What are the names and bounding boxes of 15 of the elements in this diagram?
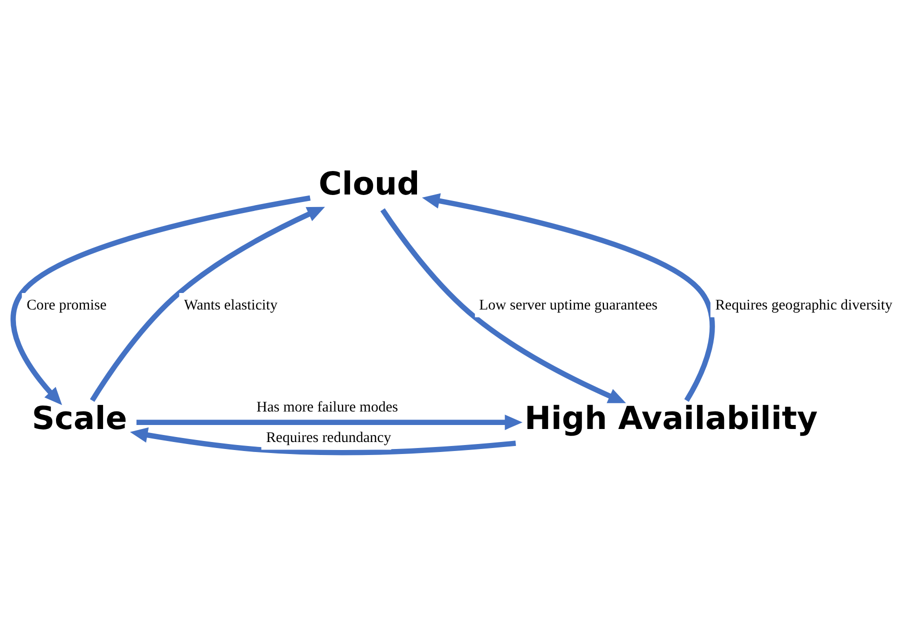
arrow: [130, 426, 516, 455]
arrow: [10, 194, 311, 405]
arrow: [422, 192, 715, 402]
edge-label: Requires geographic diversity: [715, 297, 892, 314]
edge-label: Wants elasticity: [184, 297, 278, 314]
arrow: [90, 206, 325, 402]
node-text: Cloud: [318, 166, 420, 202]
edge-label: Requires redundancy: [266, 430, 392, 446]
node-text: High Availability: [524, 400, 818, 437]
arrow: [380, 208, 626, 403]
edge-label: Core promise: [26, 297, 107, 314]
edge-label: Low server uptime guarantees: [479, 297, 658, 314]
edge-label: Has more failure modes: [256, 398, 398, 415]
node-text: Scale: [32, 400, 128, 437]
arrow: [136, 414, 523, 430]
